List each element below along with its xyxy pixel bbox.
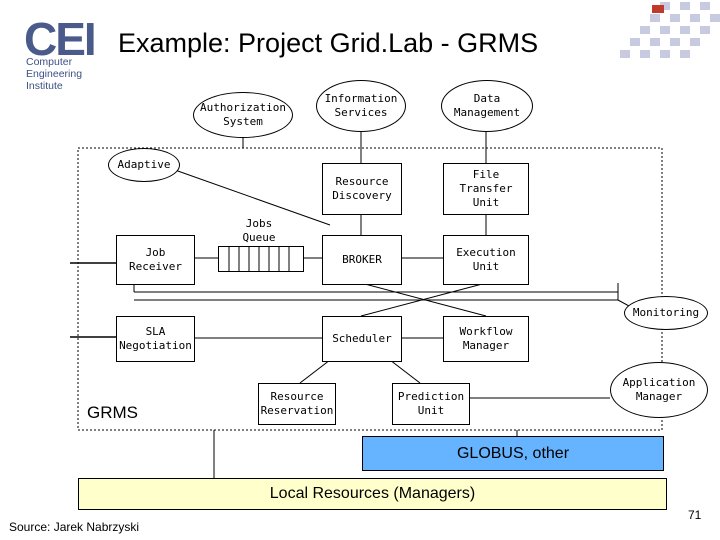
slide-title: Example: Project Grid.Lab - GRMS xyxy=(118,28,539,58)
logo-line: Engineering xyxy=(26,68,83,80)
globus-bar: GLOBUS, other xyxy=(362,436,664,471)
adaptive-connector xyxy=(174,169,331,226)
broker-node: BROKER xyxy=(322,235,402,285)
decorative-grid xyxy=(620,2,720,58)
information-services-node: Information Services xyxy=(316,80,406,132)
resource-discovery-node: Resource Discovery xyxy=(322,163,402,215)
logo-initials: CEI xyxy=(24,13,97,65)
monitoring-node: Monitoring xyxy=(624,296,708,330)
logo-line: Institute xyxy=(26,80,63,92)
local-resources-bar: Local Resources (Managers) xyxy=(78,478,667,510)
queue-slots xyxy=(228,247,290,271)
resource-reservation-node: Resource Reservation xyxy=(258,383,336,425)
execution-unit-node: Execution Unit xyxy=(443,235,529,285)
scheduler-node: Scheduler xyxy=(322,316,402,362)
logo-text: Computer Engineering Institute xyxy=(26,56,82,92)
authorization-system-node: Authorization System xyxy=(193,92,293,138)
logo-line: Computer xyxy=(26,56,73,68)
file-transfer-unit-node: File Transfer Unit xyxy=(443,163,529,215)
jobs-queue-label: Jobs Queue xyxy=(242,217,276,244)
grms-frame xyxy=(77,147,663,431)
job-receiver-node: Job Receiver xyxy=(116,235,195,285)
sla-negotiation-node: SLA Negotiation xyxy=(116,316,195,362)
application-manager-node: Application Manager xyxy=(610,362,708,418)
adaptive-node: Adaptive xyxy=(108,148,180,182)
page-number: 71 xyxy=(688,508,702,522)
data-management-node: Data Management xyxy=(441,80,533,132)
cei-logo: CEI Computer Engineering Institute xyxy=(20,12,130,92)
grms-label: GRMS xyxy=(87,403,138,422)
jobs-queue-node xyxy=(218,246,304,272)
prediction-unit-node: Prediction Unit xyxy=(392,383,470,425)
source-credit: Source: Jarek Nabrzyski xyxy=(9,520,140,534)
workflow-manager-node: Workflow Manager xyxy=(443,316,529,362)
